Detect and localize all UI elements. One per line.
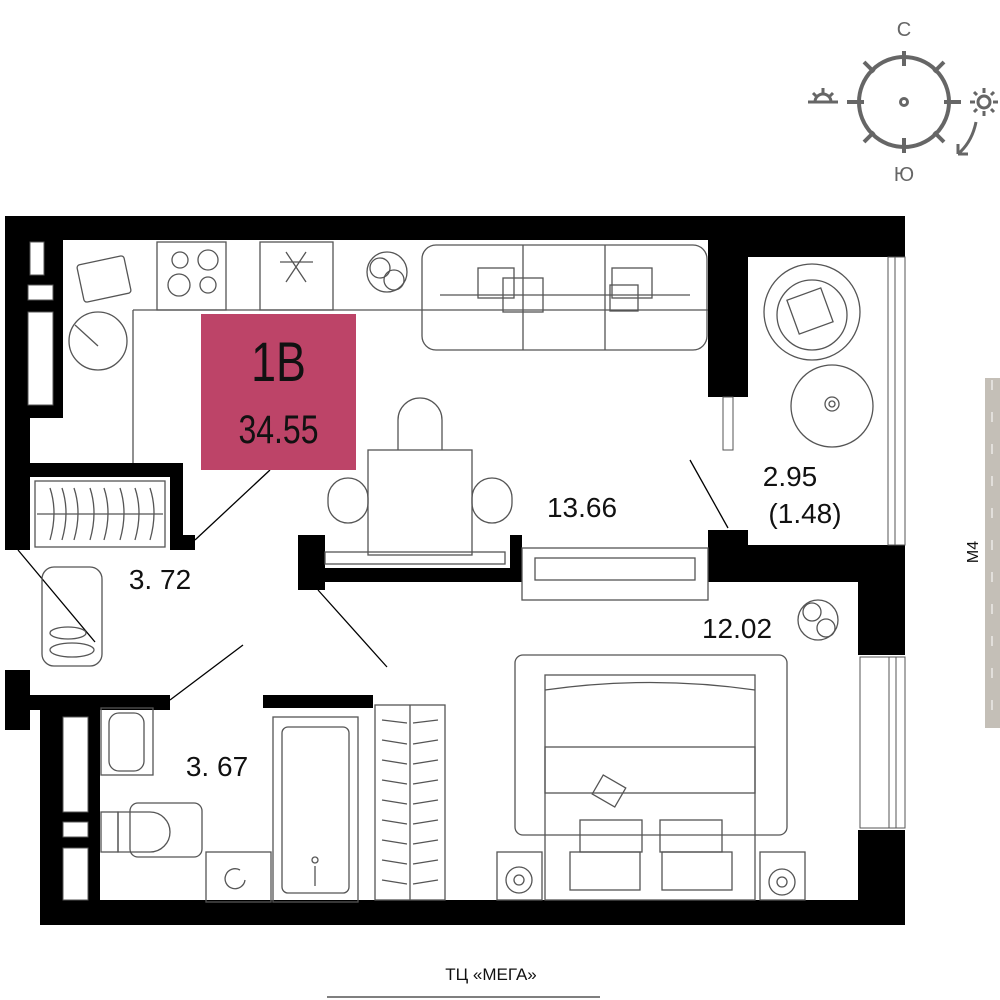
plant-icon <box>797 599 839 641</box>
living-furniture <box>324 244 709 601</box>
nightstand-icon <box>759 851 806 901</box>
stove-icon <box>156 241 227 311</box>
closet-icon <box>374 704 446 901</box>
plant-icon <box>366 251 408 293</box>
fridge-icon <box>259 241 334 311</box>
balcony-furniture <box>763 263 874 448</box>
apartment-code: 1В <box>251 330 306 393</box>
apartment-total-area: 34.55 <box>238 408 319 452</box>
hall-area-label: 3. 72 <box>129 564 191 595</box>
balcony-area-label: 2.95 <box>763 461 818 492</box>
mall-label: ТЦ «МЕГА» <box>445 965 537 984</box>
tv-unit-icon <box>521 547 709 601</box>
wardrobe-icon <box>34 480 166 548</box>
coffee-table-icon <box>790 364 874 448</box>
nightstand-icon <box>496 851 543 901</box>
sink-icon <box>68 311 128 371</box>
rotation-arrow-icon <box>956 121 978 156</box>
apartment-badge: 1В 34.55 <box>201 314 356 470</box>
compass-south-label: Ю <box>894 164 914 186</box>
road-label: М4 <box>965 541 982 563</box>
book-icon <box>591 774 627 808</box>
shoe-mat-icon <box>41 566 103 667</box>
door-swings <box>17 459 729 701</box>
bathroom-area-label: 3. 67 <box>186 751 248 782</box>
bedroom-area-label: 12.02 <box>702 613 772 644</box>
sofa-icon <box>421 244 708 351</box>
washbasin-icon <box>100 707 154 776</box>
hall-furniture <box>34 480 166 667</box>
compass <box>808 51 998 156</box>
bathroom-furniture <box>100 704 446 903</box>
rug-icon <box>514 654 788 836</box>
windows <box>27 241 906 901</box>
living-area-label: 13.66 <box>547 492 617 523</box>
road-m4 <box>985 378 1000 728</box>
sunrise-icon <box>808 88 838 104</box>
cutting-board-icon <box>76 255 132 303</box>
compass-north-label: С <box>897 19 911 41</box>
sun-icon <box>970 88 998 116</box>
kitchen-furniture <box>68 241 708 463</box>
bed-icon <box>544 674 756 901</box>
balcony-reduced-area-label: (1.48) <box>768 498 841 529</box>
washing-machine-icon <box>205 851 272 903</box>
toilet-icon <box>100 802 203 858</box>
armchair-icon <box>763 263 861 361</box>
bedroom-furniture <box>496 599 839 901</box>
dining-table-icon <box>327 397 513 556</box>
bathtub-icon <box>272 716 359 903</box>
